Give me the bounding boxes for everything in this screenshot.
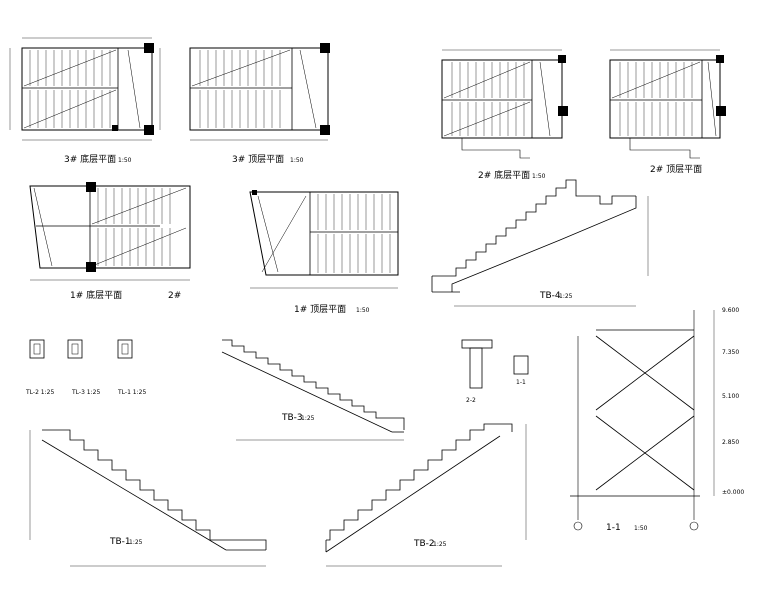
elev-1: 9.600 [722, 307, 739, 314]
tb1-title: TB-1 [109, 537, 131, 547]
elev-5: ±0.000 [722, 489, 744, 496]
tl2-label: TL-2 1:25 [25, 389, 54, 396]
column-block [144, 125, 154, 135]
column-block [144, 43, 154, 53]
elev-2: 7.350 [722, 349, 739, 356]
detail-2-2: 2-2 [466, 397, 476, 404]
stair-section-tb4: TB-4 1:25 [431, 179, 649, 307]
stair-section-1-1: 9.600 7.350 5.100 2.850 ±0.000 1-1 1:50 [570, 307, 744, 533]
plan-1-ground-floor: 1# 底层平面 2# [29, 182, 191, 301]
tb3-scale: 1:25 [301, 415, 315, 422]
plan-2-ground-floor: 2# 底层平面 1:50 [441, 49, 568, 181]
plan-1-top-scale: 1:50 [356, 307, 370, 314]
section-details: 2-2 1-1 [461, 339, 529, 404]
tb3-title: TB-3 [281, 413, 303, 423]
tb1-scale: 1:25 [129, 539, 143, 546]
tl1-label: TL-1 1:25 [117, 389, 146, 396]
elev-4: 2.850 [722, 439, 739, 446]
plan-2-top-title: 2# 顶层平面 [650, 164, 702, 175]
plan-3-ground-title: 3# 底层平面 [64, 153, 116, 165]
plan-1-top-title: 1# 顶层平面 [294, 304, 346, 315]
plan-2-ground-title: 2# 底层平面 [478, 169, 530, 181]
plan-3-top-floor: 3# 顶层平面 1:50 [189, 43, 330, 165]
detail-1-1: 1-1 [516, 379, 526, 386]
tb4-scale: 1:25 [559, 293, 573, 300]
elev-3: 5.100 [722, 393, 739, 400]
stair-section-tb3: TB-3 1:25 [221, 339, 405, 441]
plan-1-ground-note: 2# [168, 291, 181, 301]
tb2-title: TB-2 [413, 539, 435, 549]
plan-2-top-floor: 2# 顶层平面 [609, 49, 726, 175]
stair-section-tb1: TB-1 1:25 [29, 429, 267, 567]
plan-1-top-floor: 1# 顶层平面 1:50 [249, 190, 399, 315]
beam-details-tl: TL-2 1:25 TL-3 1:25 TL-1 1:25 [25, 339, 146, 396]
tl3-label: TL-3 1:25 [71, 389, 100, 396]
section-1-1-title: 1-1 [606, 523, 621, 533]
tb2-scale: 1:25 [433, 541, 447, 548]
section-1-1-scale: 1:50 [634, 525, 648, 532]
plan-3-ground-floor: 3# 底层平面 1:50 [9, 37, 161, 165]
plan-2-ground-scale: 1:50 [532, 173, 546, 180]
stair-section-tb2: TB-2 1:25 [325, 423, 527, 567]
plan-3-top-title: 3# 顶层平面 [232, 154, 284, 165]
plan-1-ground-title: 1# 底层平面 [70, 289, 122, 301]
plan-3-ground-treads [29, 50, 111, 128]
plan-3-ground-scale: 1:50 [118, 157, 132, 164]
plan-3-top-scale: 1:50 [290, 157, 304, 164]
tb4-title: TB-4 [539, 291, 561, 301]
